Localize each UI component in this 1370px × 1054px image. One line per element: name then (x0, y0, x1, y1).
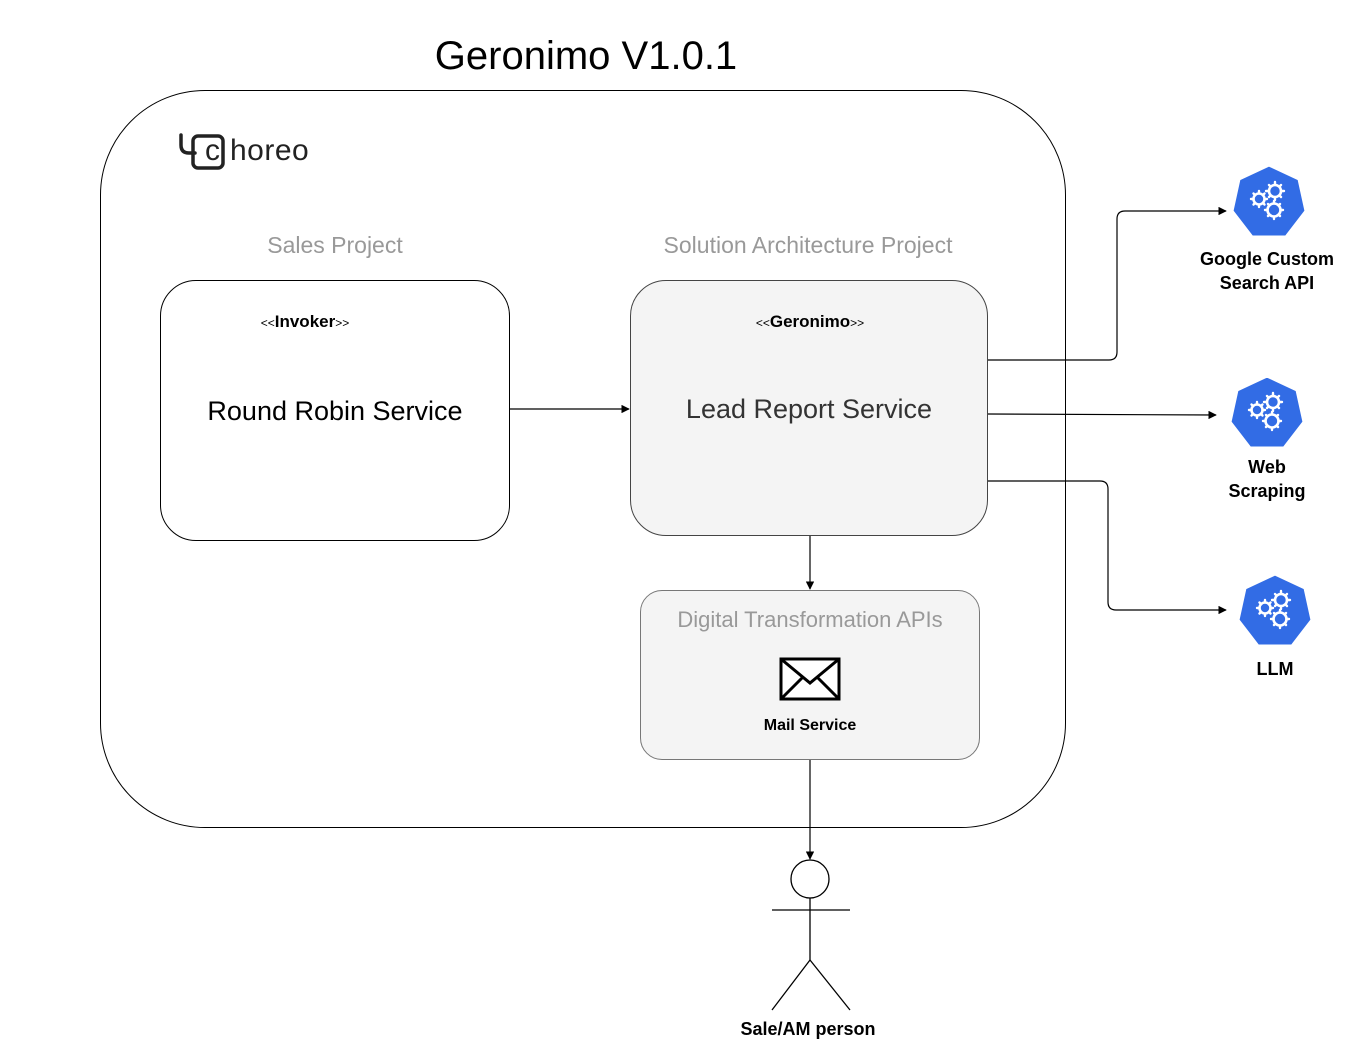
label-line-2: Scraping (1228, 481, 1306, 501)
envelope-icon (779, 657, 841, 701)
label-line-1: Google Custom (1200, 249, 1334, 269)
stereotype-close: >> (850, 316, 865, 330)
lead-report-stereotype: <<Geronimo>> (680, 311, 940, 334)
round-robin-service-name: Round Robin Service (207, 396, 463, 426)
sales-project-label: Sales Project (267, 232, 403, 258)
web-scraping-label: Web Scraping (1200, 455, 1334, 503)
stereotype-close: >> (335, 316, 350, 330)
lead-report-service-box (630, 280, 988, 536)
stereotype-open: << (755, 316, 770, 330)
stereotype-name: Invoker (274, 312, 336, 331)
stereotype-name: Geronimo (769, 312, 851, 331)
choreo-logo: c horeo (176, 131, 309, 171)
round-robin-service-box (160, 280, 510, 541)
choreo-logo-icon (179, 133, 225, 170)
solution-architecture-project-label: Solution Architecture Project (663, 232, 953, 258)
stereotype-open: << (260, 316, 275, 330)
web-scraping-kubernetes-service-icon (1228, 374, 1306, 450)
actor-label: Sale/AM person (740, 1019, 876, 1039)
mail-service-label: Mail Service (763, 717, 857, 734)
google-custom-search-api-label: Google Custom Search API (1180, 247, 1354, 295)
digital-transformation-apis-label: Digital Transformation APIs (677, 607, 943, 632)
label-line-2: Search API (1219, 273, 1315, 293)
label-line-1: Web (1248, 457, 1286, 477)
choreo-platform-boundary (100, 90, 1066, 828)
llm-label: LLM (1220, 657, 1330, 681)
round-robin-stereotype: <<Invoker>> (200, 311, 410, 334)
choreo-logo-letter: c (205, 134, 220, 167)
label-line-1: LLM (1256, 659, 1294, 679)
google-api-kubernetes-service-icon (1230, 163, 1308, 239)
stick-figure-icon (771, 859, 851, 1011)
diagram-title: Geronimo V1.0.1 (434, 34, 738, 78)
llm-kubernetes-service-icon (1236, 572, 1314, 648)
choreo-logo-text: horeo (230, 134, 310, 167)
lead-report-service-name: Lead Report Service (685, 394, 933, 424)
